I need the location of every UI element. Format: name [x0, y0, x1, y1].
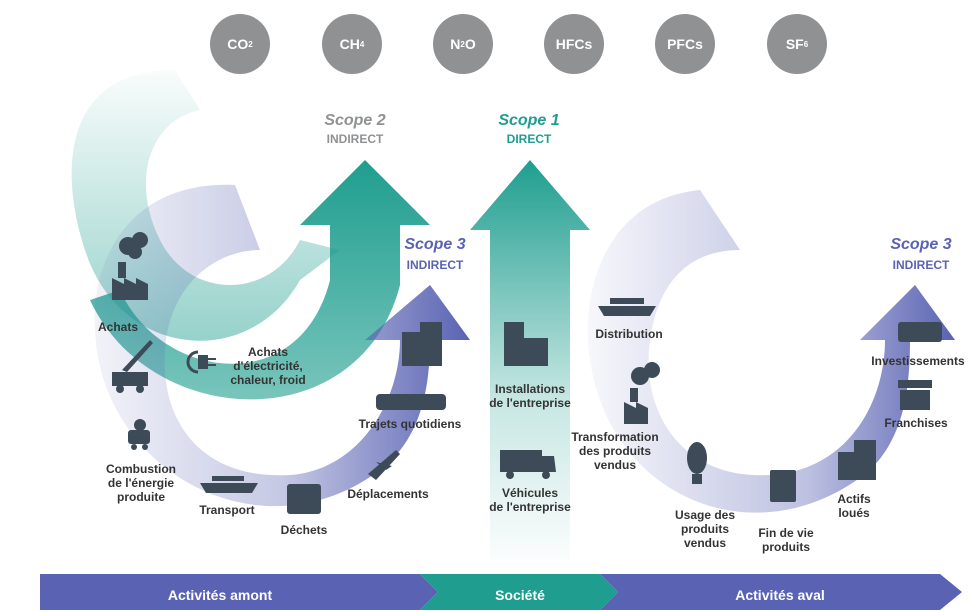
bar-segment-societe [420, 574, 618, 610]
label-deplacements: Déplacements [347, 487, 429, 501]
scope3-left-subtitle: INDIRECT [406, 258, 464, 272]
label-installations: Installations de l'entreprise [489, 382, 571, 410]
coal-wagon-icon [128, 419, 150, 450]
scope3-left-title: Scope 3 [404, 236, 466, 253]
gas-label: HFCs [555, 36, 593, 52]
bar-label-aval: Activités aval [735, 587, 825, 603]
scope1-title: Scope 1 [498, 112, 560, 129]
gas-subscript: 6 [803, 39, 809, 49]
gas-pfcs: PFCs [655, 14, 715, 74]
tram-icon [376, 394, 446, 410]
label-fin-de-vie: Fin de vie produits [758, 526, 814, 554]
label-usage: Usage des produits vendus [674, 508, 736, 550]
label-trajets: Trajets quotidiens [358, 417, 462, 431]
cargo-ship-icon [598, 298, 656, 316]
shop-icon [898, 380, 932, 410]
banknote-icon [898, 322, 942, 342]
factory-icon [112, 232, 148, 300]
label-combustion: Combustion de l'énergie produite [106, 462, 176, 504]
office-building-icon [504, 322, 548, 366]
label-dechets: Déchets [280, 523, 328, 537]
label-investissements: Investissements [871, 354, 965, 368]
ship-icon [200, 476, 258, 493]
plug-icon [186, 350, 216, 374]
van-icon [500, 450, 556, 479]
bar-label-societe: Société [495, 587, 545, 603]
label-vehicules: Véhicules de l'entreprise [489, 486, 571, 514]
gas-hfcs: HFCs [544, 14, 604, 74]
gas-subscript: 2 [460, 39, 465, 49]
gas-label: N [450, 36, 461, 52]
scope2-arrow [90, 160, 430, 400]
recycling-bin-icon [770, 470, 796, 502]
lightbulb-icon [687, 442, 707, 484]
scope1-subtitle: DIRECT [506, 132, 552, 146]
rented-buildings-icon [838, 440, 876, 480]
label-achats-energie: Achats d'électricité, chaleur, froid [230, 345, 306, 387]
building-icon [402, 322, 442, 366]
gas-subscript: 4 [359, 39, 365, 49]
scope3-right-swoosh [587, 190, 955, 513]
label-achats: Achats [97, 320, 138, 334]
gas-label-tail: O [464, 36, 476, 52]
label-transport: Transport [199, 503, 255, 517]
gas-label: CO [227, 36, 249, 52]
label-franchises: Franchises [884, 416, 948, 430]
plane-icon [368, 450, 400, 480]
scope2-title: Scope 2 [324, 112, 386, 129]
label-transformation: Transformation des produits vendus [571, 430, 659, 472]
label-actifs: Actifs loués [837, 492, 871, 520]
crane-truck-icon [112, 340, 153, 393]
gas-subscript: 2 [248, 39, 253, 49]
scope3-right-title: Scope 3 [890, 236, 952, 253]
bar-segment-amont [40, 574, 438, 610]
scope2-subtitle: INDIRECT [326, 132, 384, 146]
gas-label: CH [339, 36, 360, 52]
waste-container-icon [287, 484, 321, 514]
scope3-left-swoosh [94, 184, 471, 507]
label-distribution: Distribution [595, 327, 663, 341]
gas-label: SF [785, 36, 804, 52]
factory-icon-right [624, 362, 660, 424]
gas-label: PFCs [667, 36, 703, 52]
bar-segment-aval [600, 574, 962, 610]
bar-label-amont: Activités amont [167, 587, 273, 603]
scope3-right-subtitle: INDIRECT [892, 258, 950, 272]
